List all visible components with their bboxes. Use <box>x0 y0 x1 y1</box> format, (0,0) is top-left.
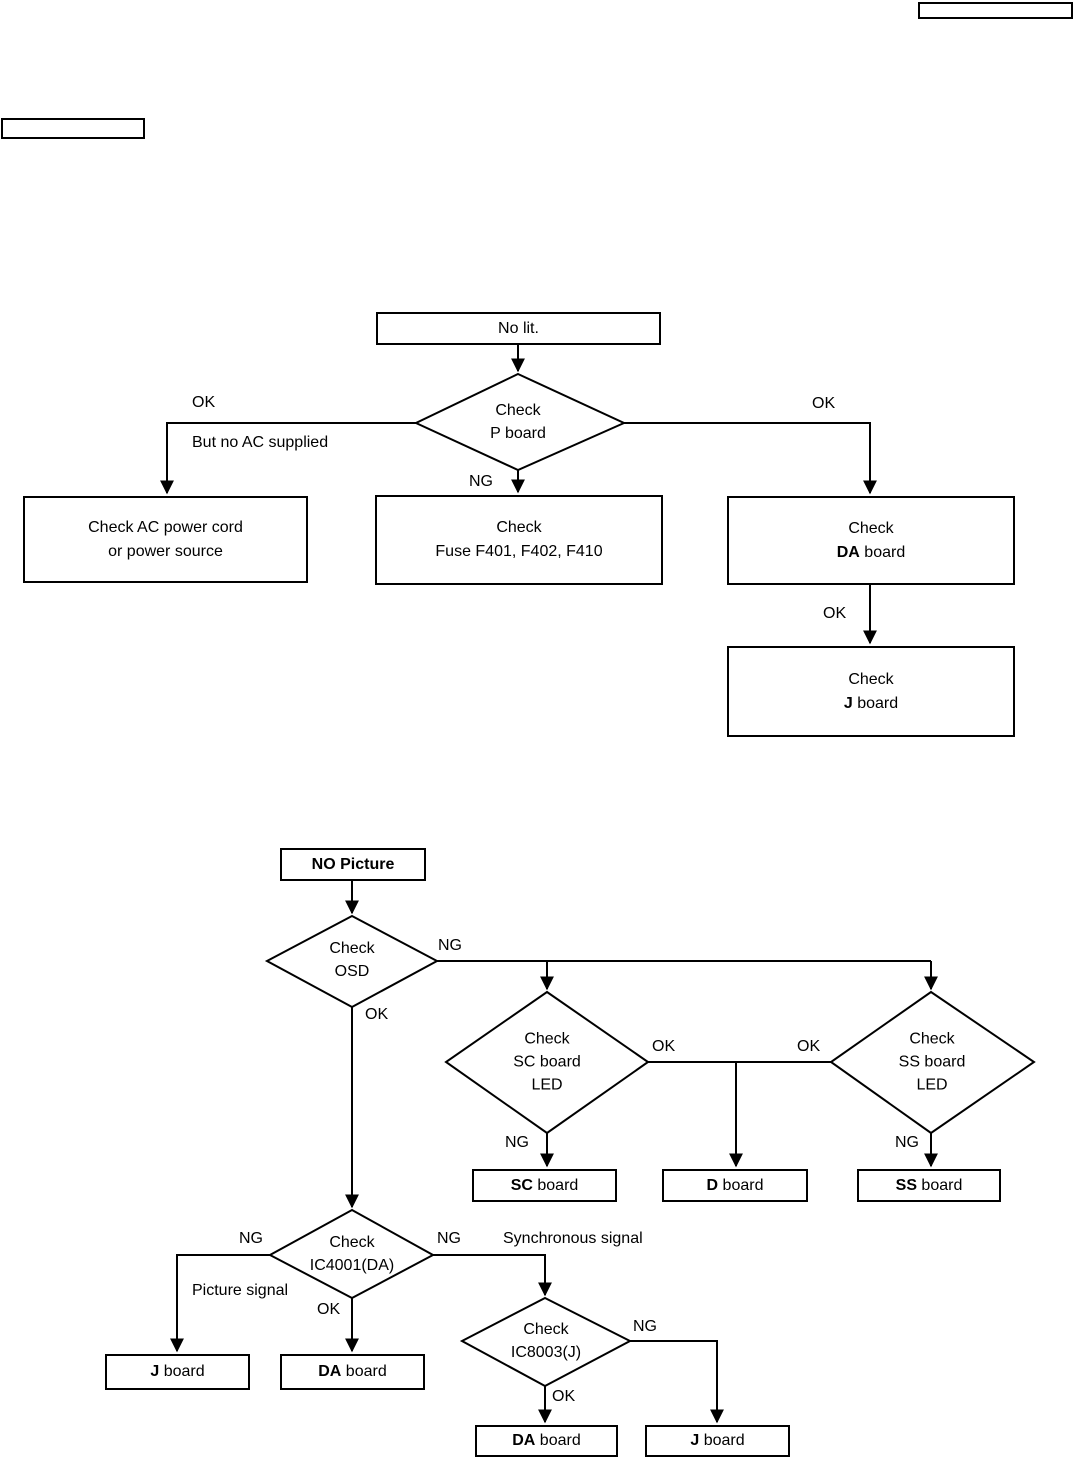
no-picture-label: NO Picture <box>311 855 395 873</box>
corner-box-top-right <box>918 2 1073 19</box>
check-da-board-line1: Check <box>848 519 894 537</box>
no-lit-start-box: No lit. <box>376 312 661 345</box>
check-da-board-box: Check DA board <box>727 496 1015 585</box>
label-ng-p-board: NG <box>469 473 493 490</box>
label-ng-osd: NG <box>438 937 462 954</box>
no-picture-start-box: NO Picture <box>280 848 426 881</box>
edge-ic8003-ng-to-jboard <box>630 1340 724 1424</box>
decision-ic4001-diamond <box>267 1208 436 1300</box>
label-ok-ss: OK <box>797 1038 821 1055</box>
da-board-bottom-label: DA board <box>512 1432 581 1449</box>
check-fuse-box: Check Fuse F401, F402, F410 <box>375 495 663 585</box>
label-ng-ic8003: NG <box>633 1318 657 1335</box>
check-osd-decision-label: Check OSD <box>329 940 375 980</box>
label-ok-osd: OK <box>365 1006 389 1023</box>
decision-p-board-diamond <box>413 372 627 472</box>
da-board-box-mid: DA board <box>280 1354 425 1390</box>
check-ic4001-decision-label: Check IC4001(DA) <box>309 1234 395 1274</box>
label-picture-signal: Picture signal <box>192 1282 289 1299</box>
da-board-box-bottom: DA board <box>475 1425 618 1457</box>
j-board-bottom-label: J board <box>690 1432 745 1449</box>
label-ok-sc: OK <box>652 1038 676 1055</box>
edge-pboard-ok-right <box>624 422 877 495</box>
decision-sc-led-diamond <box>444 990 650 1135</box>
decision-ic8003-diamond <box>459 1296 633 1388</box>
decision-osd-diamond <box>264 914 440 1009</box>
d-board-box: D board <box>662 1169 808 1202</box>
corner-box-left <box>1 118 145 139</box>
j-board-box-bottom: J board <box>645 1425 790 1457</box>
check-ic8003-decision-label: Check IC8003(J) <box>510 1321 582 1361</box>
j-board-left-label: J board <box>150 1363 205 1380</box>
label-ng-sc: NG <box>505 1134 529 1151</box>
d-board-label: D board <box>706 1176 764 1194</box>
label-ok-right: OK <box>812 395 836 412</box>
check-ss-board-led-decision-label: Check SS board LED <box>898 1030 966 1094</box>
label-but-no-ac-supplied: But no AC supplied <box>192 434 329 451</box>
da-board-mid-label: DA board <box>318 1363 387 1380</box>
label-ok-ic4001: OK <box>317 1301 341 1318</box>
edge-ic4001-ng-to-jboard <box>170 1254 270 1353</box>
check-ac-power-cord-box: Check AC power cord or power source <box>23 496 308 583</box>
no-lit-label: No lit. <box>498 319 539 337</box>
label-ok-ic8003: OK <box>552 1388 576 1405</box>
label-ng-ic4001-right: NG <box>437 1230 461 1247</box>
label-ng-ss: NG <box>895 1134 919 1151</box>
edge-pboard-ok-left <box>160 422 416 495</box>
decision-ss-led-diamond <box>829 990 1036 1135</box>
check-da-board-line2: DA board <box>836 543 906 561</box>
check-j-board-line2: J board <box>843 694 899 712</box>
check-p-board-decision-label: Check P board <box>490 402 546 442</box>
sc-board-box: SC board <box>472 1169 617 1202</box>
ss-board-label: SS board <box>895 1176 963 1194</box>
label-ok-da-board: OK <box>823 605 847 622</box>
label-ng-ic4001-left: NG <box>239 1230 263 1247</box>
check-sc-board-led-decision-label: Check SC board LED <box>513 1030 581 1094</box>
j-board-box-left: J board <box>105 1354 250 1390</box>
label-synchronous-signal: Synchronous signal <box>503 1230 643 1247</box>
check-j-board-line1: Check <box>848 670 894 688</box>
sc-board-label: SC board <box>510 1176 579 1194</box>
edge-ic4001-ng-to-ic8003 <box>433 1254 552 1297</box>
label-ok-left: OK <box>192 394 216 411</box>
check-j-board-box: Check J board <box>727 646 1015 737</box>
ss-board-box: SS board <box>857 1169 1001 1202</box>
